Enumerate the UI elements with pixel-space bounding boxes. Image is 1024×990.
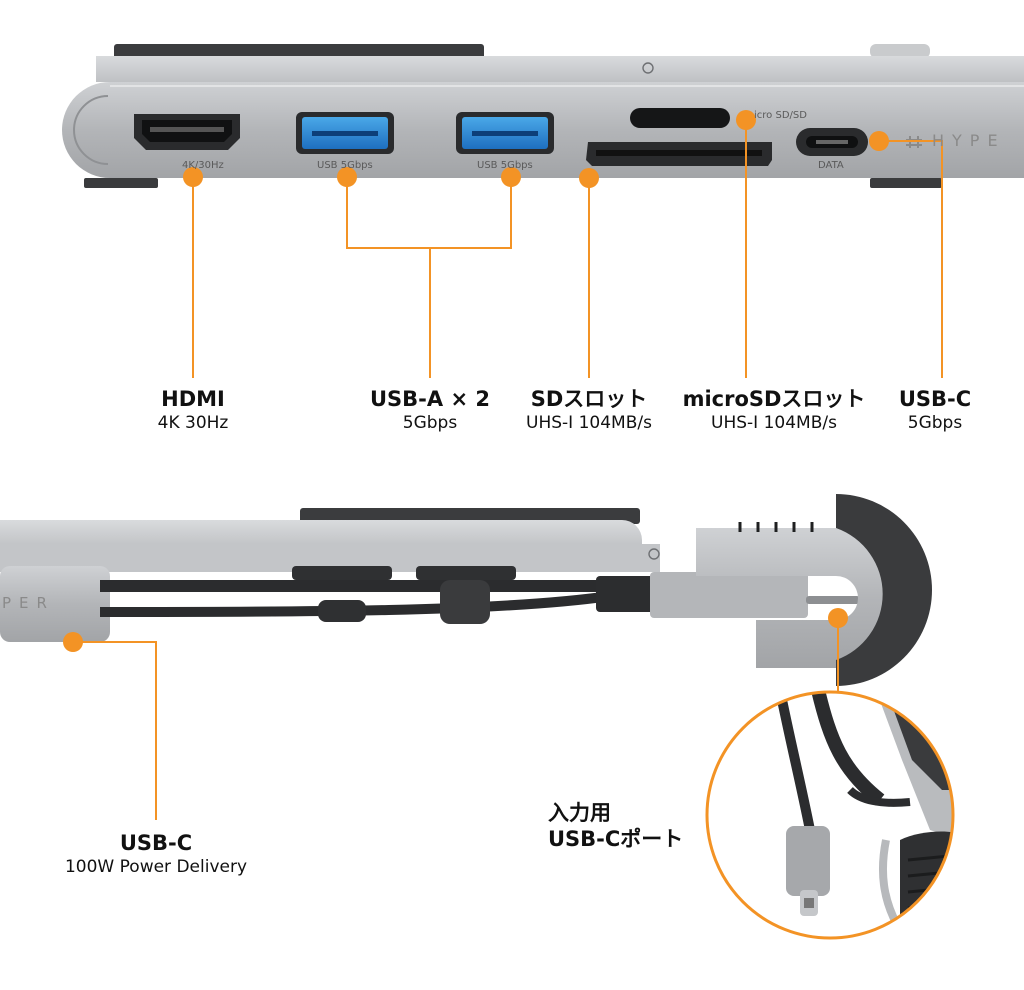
label-usb-c-sub: 5Gbps xyxy=(907,413,963,433)
label-microsd-title: microSDスロット xyxy=(682,387,866,411)
side-laptop-edge xyxy=(0,520,642,548)
label-usb-a: USB-A × 2 5Gbps xyxy=(355,386,505,434)
label-input-line1: 入力用 xyxy=(548,801,611,825)
usb-c-marking: DATA xyxy=(818,160,844,171)
callout-lines xyxy=(73,120,943,820)
microsd-slot xyxy=(630,108,730,128)
label-sd-sub: UHS-I 104MB/s xyxy=(526,413,652,433)
label-microsd: microSDスロット UHS-I 104MB/s xyxy=(676,386,872,434)
label-sd-title: SDスロット xyxy=(530,387,648,411)
label-hdmi: HDMI 4K 30Hz xyxy=(133,386,253,434)
label-input-line2: USB-Cポート xyxy=(548,827,684,851)
usb-a-1-marking: USB 5Gbps xyxy=(317,160,373,171)
laptop-edge xyxy=(96,56,1024,82)
label-usb-c-title: USB-C xyxy=(898,387,972,411)
usb-a-port-2 xyxy=(456,112,554,154)
zoom-circle xyxy=(705,690,955,940)
usb-c-port xyxy=(796,128,868,156)
hdmi-port xyxy=(134,114,240,150)
cable-clip-1 xyxy=(292,566,392,580)
usb-a-2-marking: USB 5Gbps xyxy=(477,160,533,171)
label-input-port: 入力用 USB-Cポート xyxy=(548,800,698,852)
usb-c-head xyxy=(596,576,656,612)
side-brand-text: PER xyxy=(2,594,55,612)
lid-pin xyxy=(642,62,654,74)
hook-arm xyxy=(696,528,906,668)
callout-dots xyxy=(63,110,889,652)
sd-slot xyxy=(586,142,772,166)
hdmi-marking: 4K/30Hz xyxy=(182,160,224,171)
label-sd: SDスロット UHS-I 104MB/s xyxy=(514,386,664,434)
foot-left xyxy=(84,178,158,188)
card-marking: icro SD/SD xyxy=(754,110,807,121)
side-pin xyxy=(648,548,660,560)
label-usb-a-title: USB-A × 2 xyxy=(370,387,490,411)
label-microsd-sub: UHS-I 104MB/s xyxy=(711,413,837,433)
side-end-block xyxy=(0,566,110,642)
brand-text: HYPE xyxy=(932,131,1006,150)
label-usb-a-sub: 5Gbps xyxy=(402,413,458,433)
top-screw xyxy=(870,44,930,58)
hook-grip xyxy=(700,494,932,686)
label-pd-title: USB-C xyxy=(119,831,193,855)
label-pd-sub: 100W Power Delivery xyxy=(64,857,248,877)
label-hdmi-sub: 4K 30Hz xyxy=(157,413,229,433)
cable-clip-2 xyxy=(416,566,516,580)
usb-a-port-1 xyxy=(296,112,394,154)
label-power-delivery: USB-C 100W Power Delivery xyxy=(46,830,266,878)
label-hdmi-title: HDMI xyxy=(161,387,225,411)
label-usb-c: USB-C 5Gbps xyxy=(880,386,990,434)
side-hub-top xyxy=(0,544,660,572)
foot-right xyxy=(870,178,942,188)
